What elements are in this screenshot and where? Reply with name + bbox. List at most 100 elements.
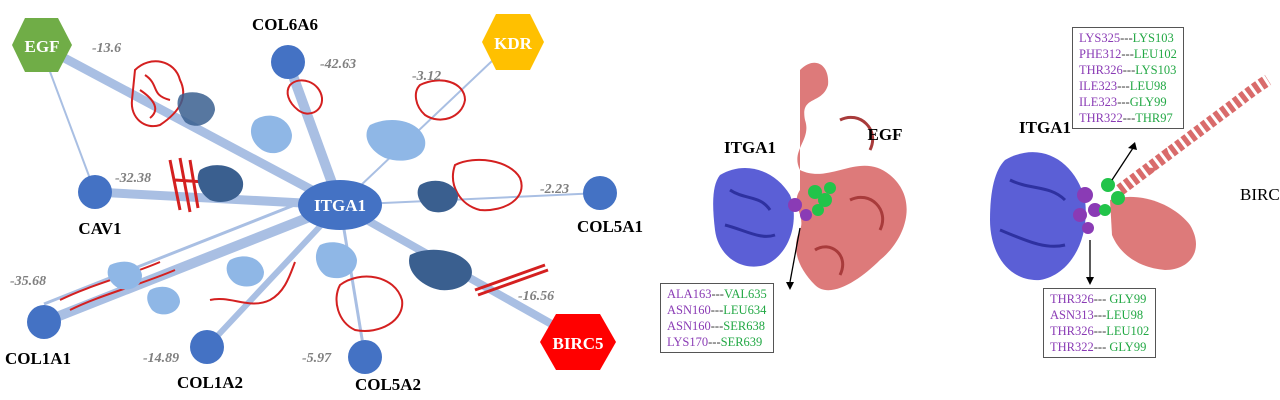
residue-itga1: ASN160 — [667, 303, 711, 317]
structure-kdr-complex — [366, 79, 467, 161]
node-col1a1[interactable] — [27, 305, 61, 339]
residue-itga1: ILE323 — [1079, 95, 1118, 109]
energy-col1a2: -14.89 — [143, 351, 179, 366]
interaction-row: THR322--- GLY99 — [1050, 340, 1147, 354]
label-egf-panel: EGF — [868, 125, 903, 144]
residue-partner: LEU98 — [1129, 79, 1167, 93]
residue-itga1: THR322 — [1079, 111, 1123, 125]
pointer-birc5-top — [1111, 147, 1134, 181]
residue-partner: GLY99 — [1106, 292, 1147, 306]
energy-col6a6: -42.63 — [320, 57, 356, 72]
structure-col6a6-complex — [250, 79, 324, 154]
residue-partner: LYS103 — [1132, 31, 1174, 45]
interface-spheres-egf — [788, 182, 836, 221]
residue-itga1: ASN313 — [1050, 308, 1094, 322]
node-label-itga1: ITGA1 — [314, 196, 366, 215]
structure-cav1-complex — [168, 157, 244, 213]
residue-partner: LEU102 — [1133, 47, 1177, 61]
residue-itga1: ILE323 — [1079, 79, 1118, 93]
residue-itga1: LYS325 — [1079, 31, 1121, 45]
energy-birc5: -16.56 — [518, 289, 554, 304]
interface-spheres-birc5 — [1073, 178, 1125, 234]
residue-partner: SER638 — [723, 319, 765, 333]
residue-partner: LEU98 — [1106, 308, 1144, 322]
residue-partner: LEU634 — [723, 303, 767, 317]
edge-col1a1 — [42, 200, 342, 327]
residue-partner: GLY99 — [1106, 340, 1147, 354]
edge-col1a2 — [204, 202, 343, 350]
egf-structure — [795, 62, 907, 291]
energy-egf: -13.6 — [92, 41, 121, 56]
node-col5a1[interactable] — [583, 176, 617, 210]
residue-partner: LEU102 — [1106, 324, 1150, 338]
energy-col5a1: -2.23 — [540, 182, 569, 197]
residue-partner: VAL635 — [723, 287, 767, 301]
residue-itga1: PHE312 — [1079, 47, 1122, 61]
energy-col5a2: -5.97 — [302, 351, 332, 366]
pointer-egf — [789, 227, 801, 283]
node-label-birc5: BIRC5 — [552, 334, 603, 353]
structure-col1a2-complex — [209, 256, 296, 305]
structure-birc5-complex — [409, 249, 549, 297]
edge-egf — [37, 41, 343, 209]
energy-col1a1: -35.68 — [10, 274, 46, 289]
residue-itga1: THR326 — [1050, 292, 1094, 306]
network-diagram: ITGA1 EGF -13.6 COL6A6 -42.63 KDR -3.12 … — [5, 14, 643, 394]
interaction-row: THR322---THR97 — [1079, 111, 1173, 125]
node-label-col6a6: COL6A6 — [252, 15, 318, 34]
residue-itga1: THR326 — [1079, 63, 1123, 77]
residue-itga1: THR322 — [1050, 340, 1094, 354]
interaction-row: THR326---LYS103 — [1079, 63, 1177, 77]
edge-col5a1 — [339, 192, 601, 206]
residue-itga1: ALA163 — [667, 287, 712, 301]
panel-itga1-egf: ITGA1 EGF — [713, 62, 907, 291]
interaction-row: ILE323---GLY99 — [1079, 95, 1167, 109]
energy-kdr: -3.12 — [412, 69, 441, 84]
node-col5a2[interactable] — [348, 340, 382, 374]
itga1-structure-birc5 — [990, 152, 1086, 281]
interaction-row: LYS325---LYS103 — [1079, 31, 1174, 45]
interaction-box-birc5-top: LYS325---LYS103 PHE312---LEU102 THR326--… — [1072, 27, 1184, 129]
node-label-egf: EGF — [25, 37, 60, 56]
residue-partner: GLY99 — [1129, 95, 1167, 109]
interaction-row: ALA163---VAL635 — [667, 287, 767, 301]
interaction-row: ASN313---LEU98 — [1050, 308, 1144, 322]
panel-itga1-birc5: ITGA1 BIRC5 — [990, 74, 1280, 285]
label-birc5-panel: BIRC5 — [1240, 185, 1280, 204]
residue-partner: THR97 — [1135, 111, 1173, 125]
residue-partner: SER639 — [720, 335, 763, 349]
interaction-row: ASN160---LEU634 — [667, 303, 767, 317]
node-cav1[interactable] — [78, 175, 112, 209]
node-kdr[interactable] — [482, 14, 544, 70]
label-itga1-egf-panel: ITGA1 — [724, 138, 776, 157]
birc5-helix — [1116, 74, 1272, 195]
birc5-structure — [1110, 196, 1196, 270]
residue-partner: LYS103 — [1135, 63, 1177, 77]
node-itga1[interactable] — [298, 180, 382, 230]
node-col6a6[interactable] — [271, 45, 305, 79]
structure-col5a1-complex — [417, 158, 523, 213]
edge-kdr — [339, 41, 513, 206]
node-label-kdr: KDR — [494, 34, 533, 53]
node-label-col5a2: COL5A2 — [355, 375, 421, 394]
interaction-row: ASN160---SER638 — [667, 319, 765, 333]
structure-col5a2-complex — [315, 242, 404, 332]
node-col1a2[interactable] — [190, 330, 224, 364]
itga1-structure-egf — [713, 167, 794, 267]
interaction-box-egf: ALA163---VAL635 ASN160---LEU634 ASN160--… — [660, 283, 774, 353]
node-label-col1a2: COL1A2 — [177, 373, 243, 392]
label-itga1-birc5-panel: ITGA1 — [1019, 118, 1071, 137]
structure-egf-complex — [130, 60, 215, 128]
residue-itga1: ASN160 — [667, 319, 711, 333]
interaction-row: ILE323---LEU98 — [1079, 79, 1167, 93]
interaction-row: THR326---LEU102 — [1050, 324, 1150, 338]
interaction-row: THR326--- GLY99 — [1050, 292, 1147, 306]
node-egf[interactable] — [12, 18, 72, 72]
residue-itga1: THR326 — [1050, 324, 1094, 338]
interaction-row: LYS170---SER639 — [667, 335, 763, 349]
node-birc5[interactable] — [540, 314, 616, 370]
residue-itga1: LYS170 — [667, 335, 709, 349]
energy-cav1: -32.38 — [115, 171, 151, 186]
edge-col1a1-b — [43, 185, 341, 306]
